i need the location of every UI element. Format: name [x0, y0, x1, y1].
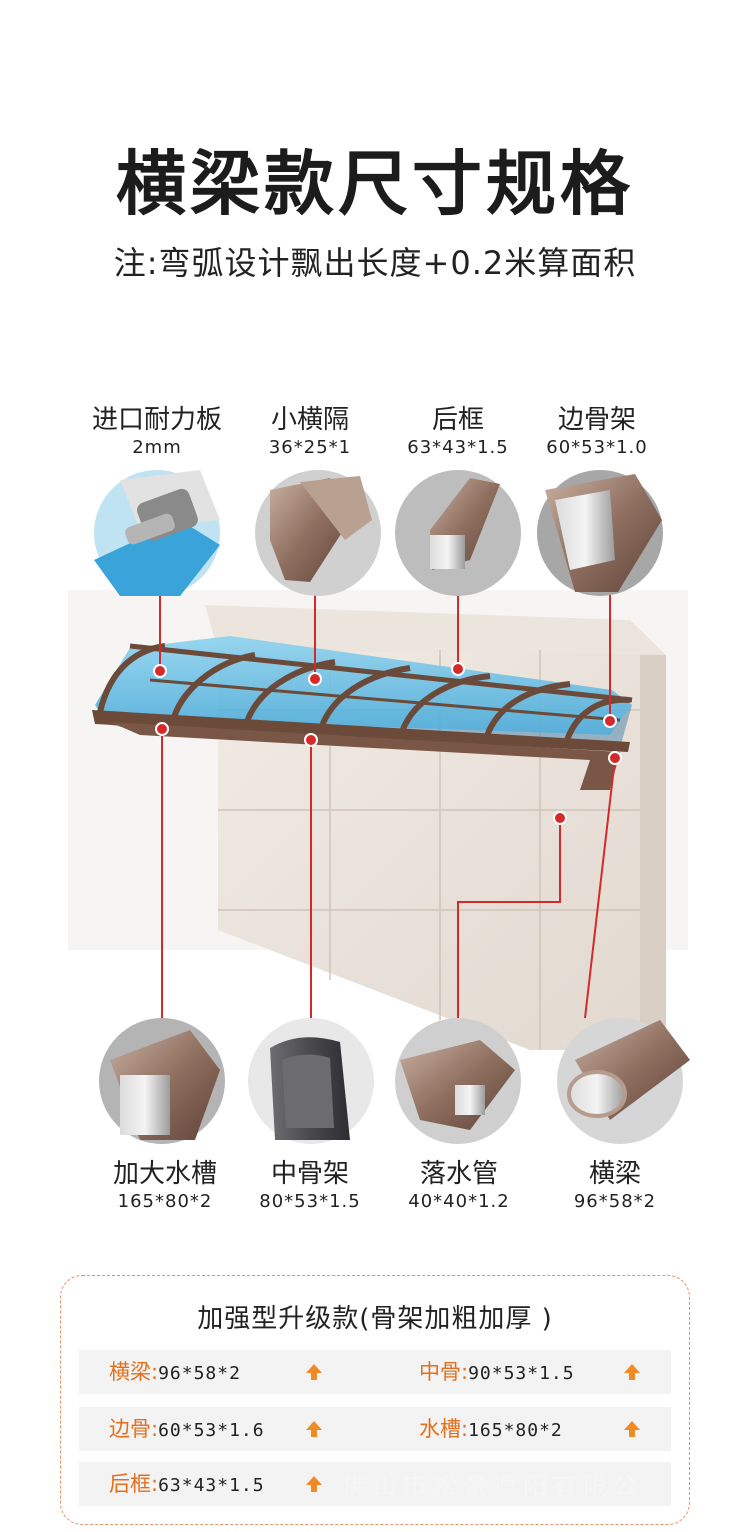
part-photo-downpipe	[395, 1018, 521, 1144]
spec-item-gutter: 水槽:165*80*2	[419, 1417, 563, 1441]
spec-item-crossbeam: 横梁:96*58*2	[109, 1360, 241, 1384]
up-arrow-icon	[624, 1364, 640, 1380]
part-label-crossbeam: 横梁 96*58*2	[573, 1159, 657, 1212]
part-photo-middle-rib	[248, 1018, 374, 1144]
part-label-small-crossbar: 小横隔 36*25*1	[268, 405, 352, 458]
up-arrow-icon	[306, 1476, 322, 1492]
canopy	[92, 636, 633, 790]
leader-lines	[159, 580, 616, 1019]
part-label-downpipe: 落水管 40*40*1.2	[408, 1159, 510, 1212]
leader-dots	[153, 662, 622, 825]
area-note: 注:弯弧设计飘出长度+0.2米算面积	[113, 244, 637, 282]
panel-title: 加强型升级款(骨架加粗加厚 )	[197, 1304, 553, 1334]
spec-row: 后框:63*43*1.5	[79, 1462, 671, 1506]
spec-row: 横梁:96*58*2 中骨:90*53*1.5	[79, 1350, 671, 1394]
part-photo-back-frame	[395, 470, 521, 596]
up-arrow-icon	[306, 1421, 322, 1437]
spec-row: 边骨:60*53*1.6 水槽:165*80*2	[79, 1407, 671, 1451]
part-label-gutter: 加大水槽 165*80*2	[112, 1159, 217, 1212]
part-photo-side-rib	[537, 470, 663, 596]
part-photo-gutter	[99, 1018, 225, 1144]
spec-item-side-rib: 边骨:60*53*1.6	[109, 1417, 265, 1441]
up-arrow-icon	[306, 1364, 322, 1380]
spec-item-back-frame: 后框:63*43*1.5	[109, 1472, 265, 1496]
part-label-back-frame: 后框 63*43*1.5	[407, 405, 509, 458]
part-label-polycarbonate: 进口耐力板 2mm	[91, 405, 222, 458]
part-label-middle-rib: 中骨架 80*53*1.5	[259, 1159, 361, 1212]
page-title: 横梁款尺寸规格	[116, 143, 634, 225]
part-photo-crossbeam	[557, 1018, 690, 1144]
upgrade-spec-panel: 加强型升级款(骨架加粗加厚 ) 横梁:96*58*2 中骨:90*53*1.5 …	[60, 1275, 690, 1525]
spec-item-middle-rib: 中骨:90*53*1.5	[419, 1360, 575, 1384]
part-label-side-rib: 边骨架 60*53*1.0	[546, 405, 648, 458]
part-photo-polycarbonate	[94, 470, 220, 596]
up-arrow-icon	[624, 1421, 640, 1437]
watermark: 佛山市松豪遮阳有限公	[343, 1472, 643, 1500]
part-photo-small-crossbar	[255, 470, 381, 596]
